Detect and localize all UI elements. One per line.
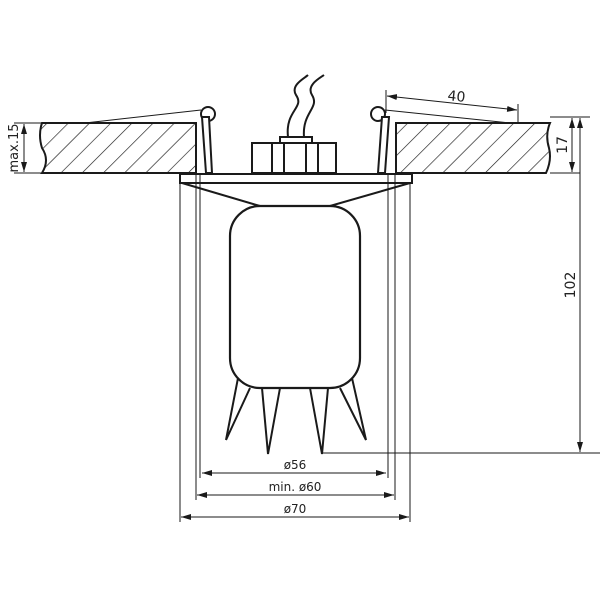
- crystal-spikes: [225, 377, 367, 455]
- label-height-17: 17: [555, 136, 571, 154]
- ceiling-right: [395, 122, 552, 174]
- cone: [181, 182, 411, 207]
- label-max-15: max.15: [7, 124, 22, 173]
- bulb: [228, 204, 362, 390]
- extension-lines: [14, 90, 600, 522]
- label-width-40: 40: [447, 88, 466, 106]
- dim-line-40: [386, 94, 518, 112]
- ceiling-left: [39, 122, 197, 174]
- flange: [179, 173, 413, 184]
- spring-clip-right: [370, 106, 511, 174]
- spring-clip-left: [84, 106, 216, 174]
- connector-block: [251, 136, 337, 174]
- wires: [286, 74, 325, 138]
- label-diameter-70: ø70: [284, 502, 307, 516]
- label-diameter-56: ø56: [284, 458, 307, 472]
- label-height-102: 102: [563, 272, 579, 299]
- label-cutout-60: min. ø60: [269, 480, 322, 494]
